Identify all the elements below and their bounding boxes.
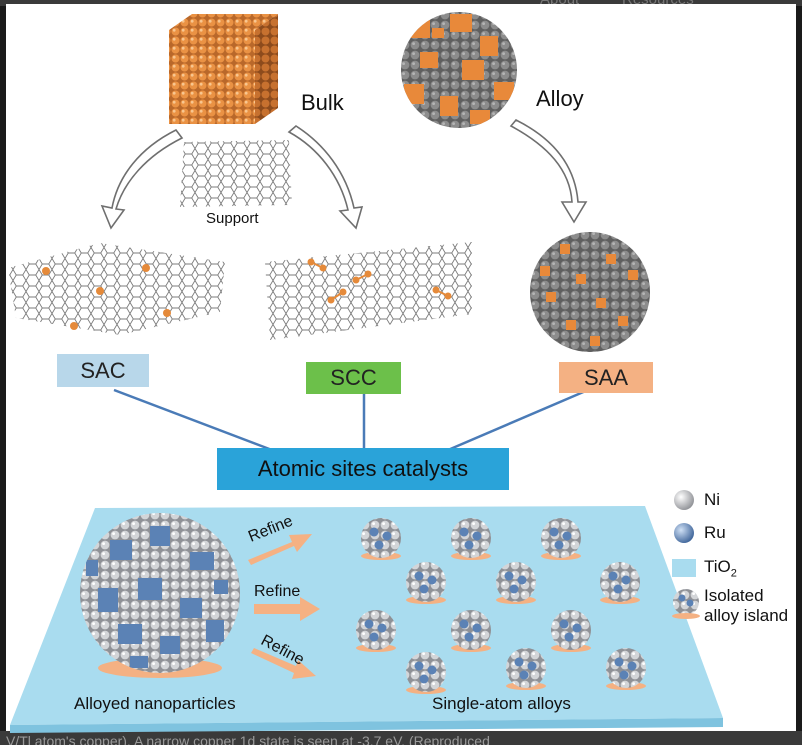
alloy-label: Alloy bbox=[536, 86, 584, 111]
tio2-legend-icon bbox=[672, 559, 696, 577]
alloy-island bbox=[451, 610, 491, 652]
background-strip-top bbox=[0, 0, 802, 6]
refine-label-middle: Refine bbox=[254, 583, 301, 600]
background-text-bottom: V/Tl atom's copper). A narrow copper 1d … bbox=[6, 733, 490, 745]
alloy-island bbox=[496, 562, 536, 604]
legend-ni-label: Ni bbox=[704, 490, 721, 509]
ni-legend-icon bbox=[674, 490, 694, 510]
alloy-island bbox=[356, 610, 396, 652]
legend-island-label-line2: alloy island bbox=[704, 606, 789, 625]
background-strip-bottom bbox=[0, 731, 802, 745]
alloy-island bbox=[406, 562, 446, 604]
support-label: Support bbox=[206, 210, 259, 227]
island-legend-icon bbox=[672, 589, 700, 619]
scc-sheet-graphic bbox=[265, 242, 472, 340]
alloy-cluster-graphic bbox=[401, 12, 517, 128]
connector-lines bbox=[113, 388, 589, 452]
alloyed-nanoparticle-graphic bbox=[80, 513, 240, 678]
legend-tio2-label: TiO2 bbox=[704, 557, 737, 580]
saa-box: SAA bbox=[559, 362, 653, 393]
atomic-sites-catalysts-box: Atomic sites catalysts bbox=[217, 448, 509, 490]
legend-island-label-line1: Isolated bbox=[704, 586, 764, 605]
alloy-island bbox=[406, 652, 446, 694]
hollow-arrows bbox=[100, 119, 588, 230]
scc-box: SCC bbox=[306, 362, 401, 394]
legend-glyphs bbox=[672, 490, 700, 619]
alloy-island bbox=[606, 648, 646, 690]
sac-sheet-graphic bbox=[8, 243, 225, 335]
alloy-island bbox=[541, 518, 581, 560]
saa-cluster-graphic bbox=[530, 232, 650, 352]
sac-box: SAC bbox=[57, 354, 149, 387]
alloy-island bbox=[361, 518, 401, 560]
alloyed-nanoparticles-label: Alloyed nanoparticles bbox=[74, 694, 236, 713]
legend-ru-label: Ru bbox=[704, 523, 726, 542]
ru-legend-icon bbox=[674, 523, 694, 543]
alloy-island bbox=[506, 648, 546, 690]
refine-arrows bbox=[248, 534, 320, 679]
single-atom-alloys-label: Single-atom alloys bbox=[432, 694, 571, 713]
alloy-island bbox=[451, 518, 491, 560]
bulk-cube-graphic bbox=[169, 14, 278, 124]
support-sheet-graphic bbox=[180, 140, 292, 207]
single-atom-alloy-islands bbox=[356, 518, 646, 694]
alloy-island bbox=[551, 610, 591, 652]
bulk-label: Bulk bbox=[301, 90, 344, 115]
alloy-island bbox=[600, 562, 640, 604]
